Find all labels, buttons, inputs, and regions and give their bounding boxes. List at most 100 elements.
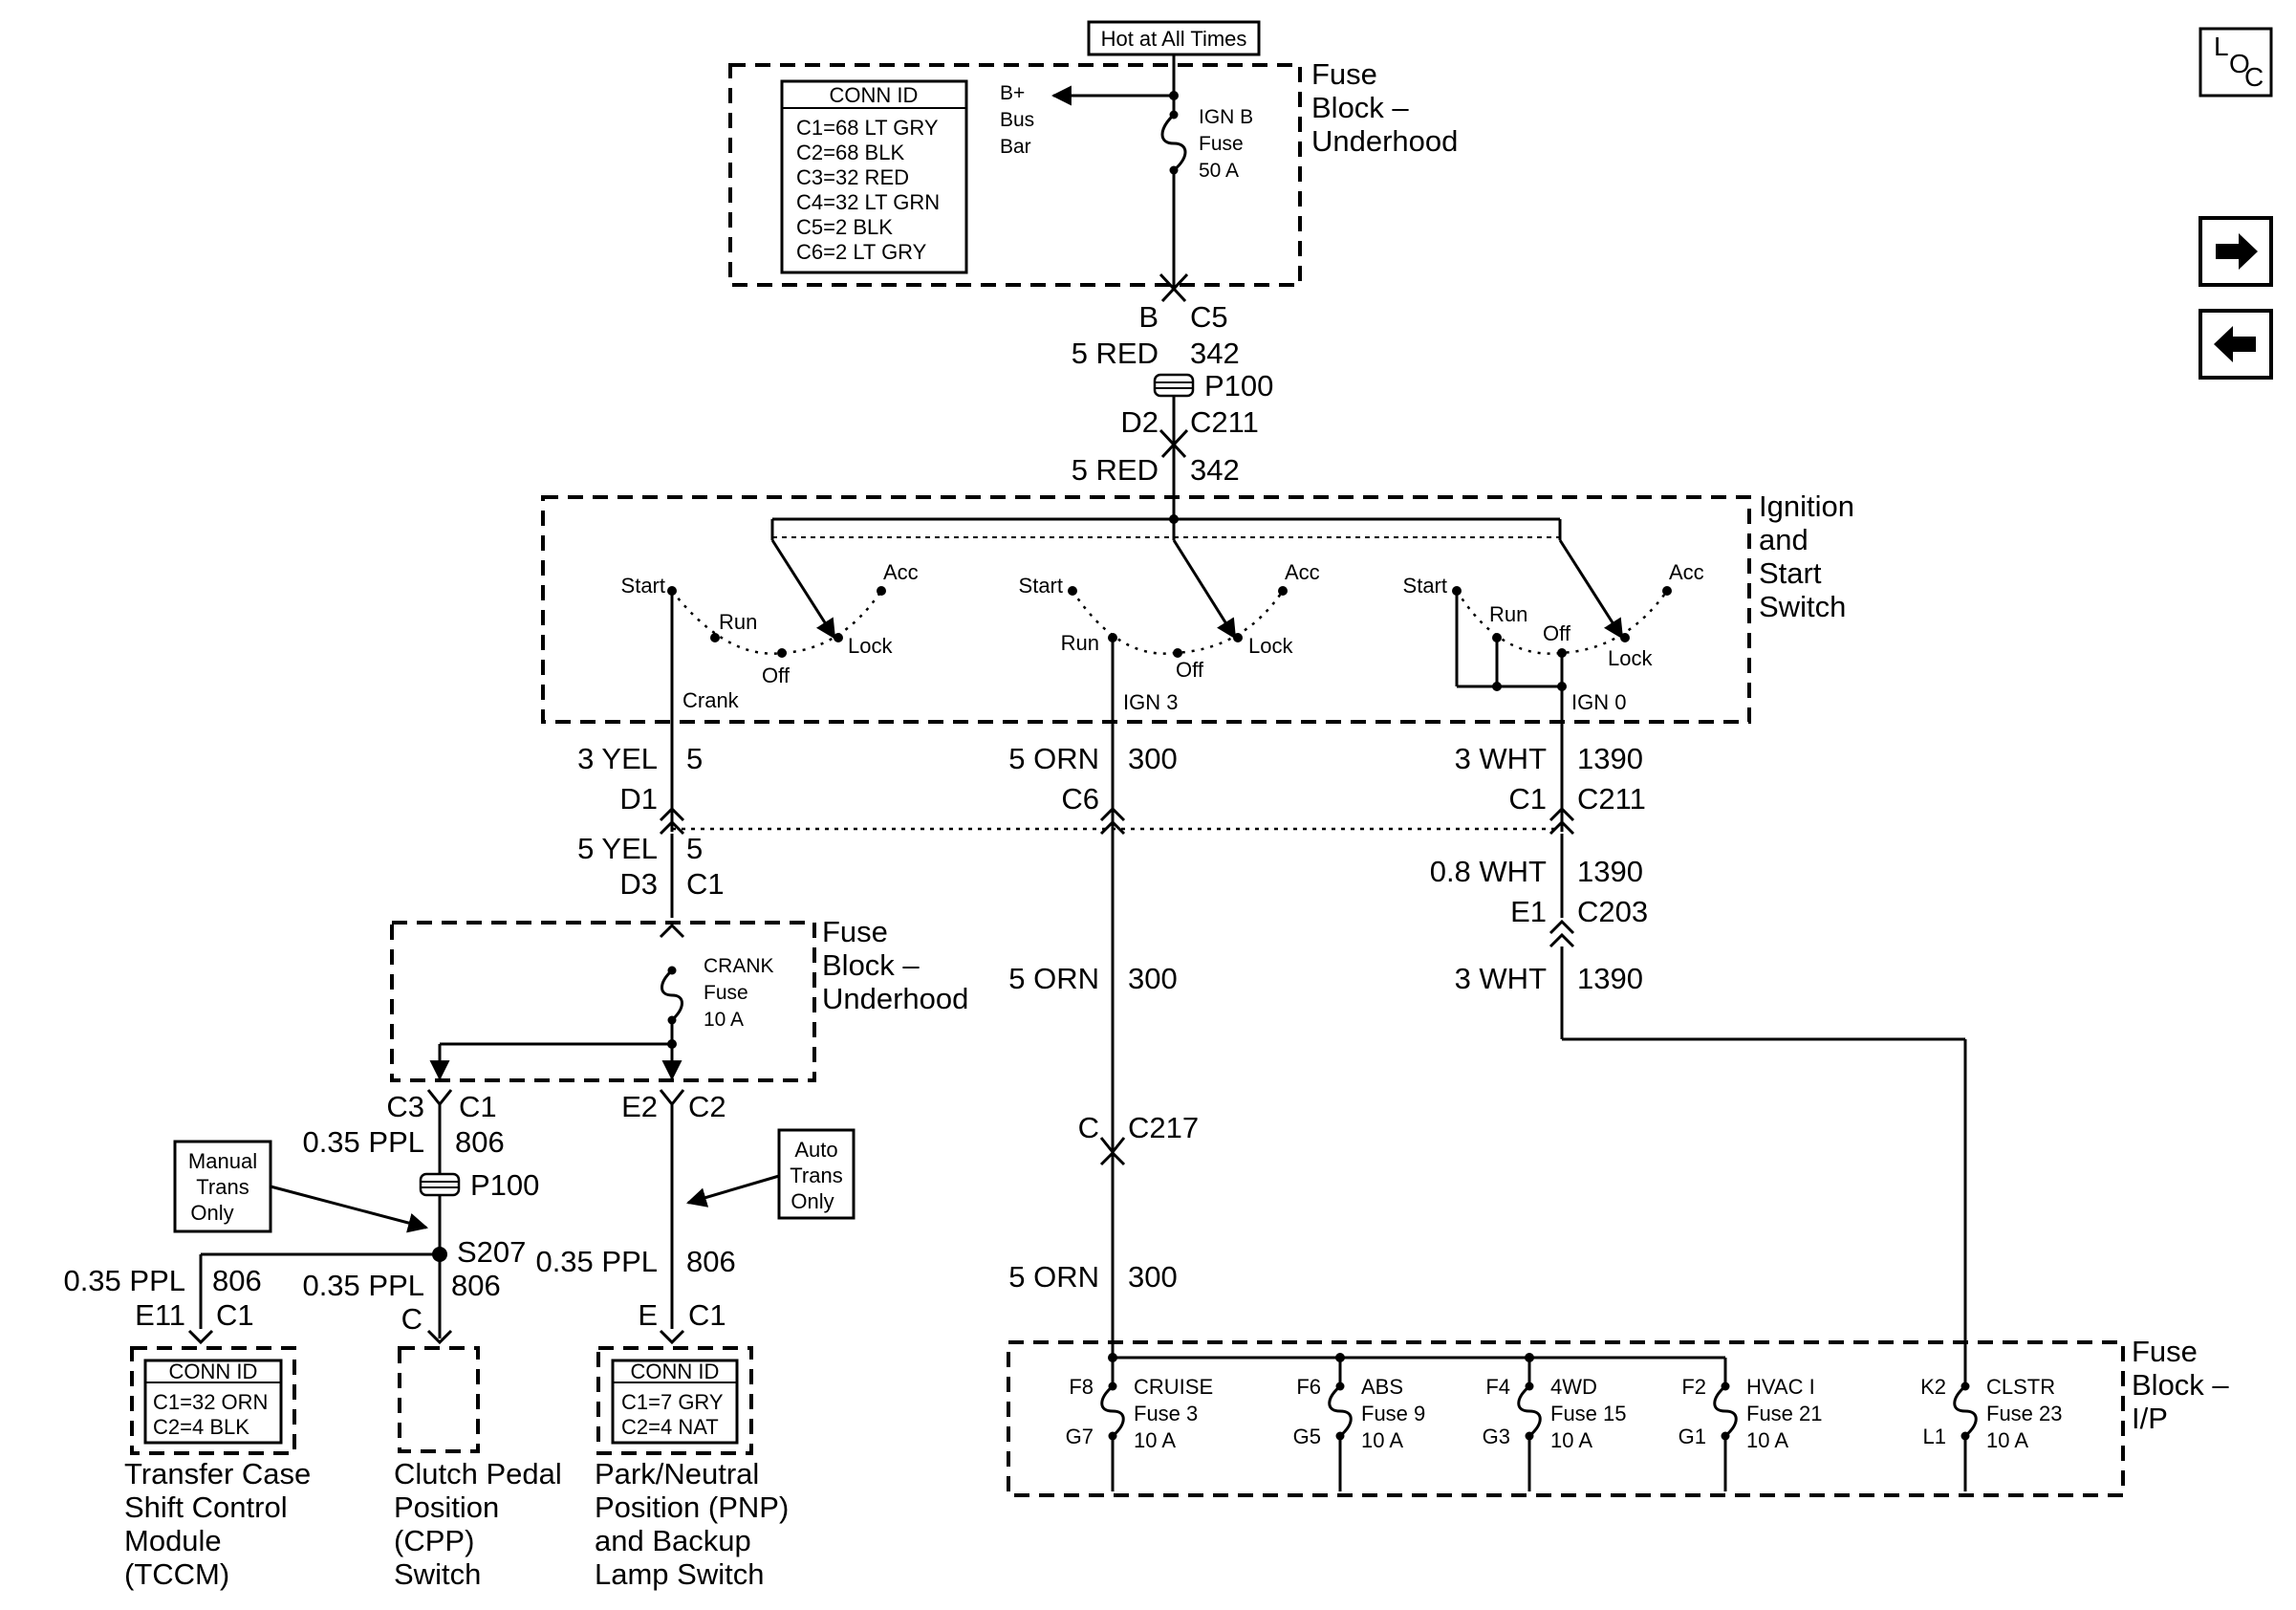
- svg-text:Ignition: Ignition: [1759, 490, 1854, 523]
- tccm-module: CONN ID C1=32 ORN C2=4 BLK Transfer Case…: [124, 1346, 311, 1591]
- wire-size-label: 0.35 PPL: [302, 1125, 424, 1159]
- svg-text:C5: C5: [1190, 300, 1228, 334]
- splice-s207: S207: [199, 1235, 526, 1329]
- svg-text:Module: Module: [124, 1524, 222, 1557]
- wire-size-label: 3 WHT: [1455, 962, 1548, 995]
- circuit-label: 1390: [1577, 962, 1643, 995]
- fuse-number: Fuse 21: [1746, 1402, 1823, 1425]
- svg-text:P100: P100: [470, 1168, 539, 1202]
- svg-text:C1: C1: [686, 867, 725, 901]
- fuse-number: Fuse 23: [1986, 1402, 2063, 1425]
- svg-text:CONN ID: CONN ID: [169, 1360, 258, 1383]
- svg-text:Acc: Acc: [883, 560, 919, 584]
- wire-size-label: 5 RED: [1072, 453, 1159, 487]
- svg-text:Bar: Bar: [1000, 136, 1031, 158]
- svg-text:D3: D3: [619, 867, 658, 901]
- fuse-circuit-name: ABS: [1361, 1375, 1403, 1399]
- auto-trans-note: Auto Trans Only: [685, 1128, 856, 1220]
- svg-text:Manual: Manual: [188, 1149, 257, 1173]
- fuse-rating: 10 A: [1986, 1428, 2028, 1452]
- fuse-circuit-name: 4WD: [1550, 1375, 1597, 1399]
- svg-text:Switch: Switch: [1759, 590, 1846, 623]
- svg-text:C3=32 RED: C3=32 RED: [796, 165, 909, 189]
- svg-text:Trans: Trans: [790, 1164, 842, 1187]
- svg-text:Off: Off: [1543, 621, 1571, 645]
- svg-text:Park/Neutral: Park/Neutral: [595, 1457, 759, 1490]
- circuit-label: 1390: [1577, 855, 1643, 888]
- fuse-rating: 10 A: [1134, 1428, 1176, 1452]
- svg-text:Clutch Pedal: Clutch Pedal: [394, 1457, 562, 1490]
- svg-text:C2=4 BLK: C2=4 BLK: [153, 1415, 249, 1439]
- svg-text:C2: C2: [688, 1090, 726, 1123]
- svg-text:C211: C211: [1577, 782, 1646, 816]
- svg-text:Lamp Switch: Lamp Switch: [595, 1557, 764, 1591]
- svg-text:CONN ID: CONN ID: [631, 1360, 720, 1383]
- ignition-start-switch: Ignition and Start Switch Start Run Off …: [541, 490, 1854, 1425]
- svg-text:Position (PNP): Position (PNP): [595, 1490, 789, 1524]
- fuse-number: Fuse 3: [1134, 1402, 1198, 1425]
- svg-text:C4=32 LT GRN: C4=32 LT GRN: [796, 190, 940, 214]
- pnp-switch: CONN ID C1=7 GRY C2=4 NAT Park/Neutral P…: [595, 1346, 789, 1591]
- svg-text:Underhood: Underhood: [1311, 124, 1458, 158]
- svg-text:Only: Only: [791, 1189, 834, 1213]
- svg-text:C1: C1: [459, 1090, 497, 1123]
- fuse-out-pin: G1: [1679, 1425, 1706, 1448]
- location-button[interactable]: L O C: [2199, 27, 2273, 98]
- arrow-left-icon: [2214, 326, 2256, 362]
- svg-text:Fuse: Fuse: [704, 982, 748, 1004]
- fuse-number: Fuse 9: [1361, 1402, 1425, 1425]
- svg-text:C217: C217: [1128, 1111, 1199, 1144]
- svg-text:Fuse: Fuse: [1199, 133, 1244, 155]
- svg-text:Block –: Block –: [1311, 91, 1409, 124]
- wire-size-label: 0.35 PPL: [535, 1245, 658, 1278]
- connector-c5: B C5: [1138, 272, 1228, 334]
- svg-text:C2=68 BLK: C2=68 BLK: [796, 141, 904, 164]
- svg-text:Block –: Block –: [822, 948, 920, 982]
- connector-e2-c2: E2 C2: [621, 1089, 726, 1123]
- wire-size-label: 5 ORN: [1008, 962, 1099, 995]
- fuse-block-underhood-top: Fuse Block – Underhood CONN ID C1=68 LT …: [728, 57, 1458, 287]
- svg-text:Start: Start: [621, 574, 665, 598]
- fuse-rating: 10 A: [1746, 1428, 1788, 1452]
- svg-text:Run: Run: [719, 610, 757, 634]
- forward-button[interactable]: [2199, 216, 2273, 287]
- fuse-circuit-name: CRUISE: [1134, 1375, 1213, 1399]
- wire-size-label: 5 RED: [1072, 337, 1159, 370]
- cpp-switch: Clutch Pedal Position (CPP) Switch: [394, 1346, 562, 1591]
- circuit-label: 5: [686, 742, 703, 775]
- svg-text:Lock: Lock: [848, 634, 893, 658]
- svg-text:C6=2 LT GRY: C6=2 LT GRY: [796, 240, 927, 264]
- splice-p100-top: P100: [1153, 369, 1273, 402]
- svg-text:Acc: Acc: [1669, 560, 1704, 584]
- svg-text:B+: B+: [1000, 82, 1025, 104]
- wire-size-label: 5 ORN: [1008, 742, 1099, 775]
- connector-d1: [659, 806, 685, 836]
- connector-c6: [1099, 806, 1126, 836]
- back-button[interactable]: [2199, 309, 2273, 380]
- svg-text:Shift Control: Shift Control: [124, 1490, 288, 1524]
- svg-text:I/P: I/P: [2132, 1402, 2168, 1435]
- switch-crank-section: Start Run Off Lock Acc Crank: [621, 539, 919, 832]
- circuit-label: 342: [1190, 337, 1240, 370]
- fuse-out-pin: L1: [1923, 1425, 1946, 1448]
- svg-text:C203: C203: [1577, 895, 1648, 928]
- svg-text:Fuse: Fuse: [2132, 1335, 2198, 1368]
- svg-text:Crank: Crank: [682, 688, 740, 712]
- svg-text:C1=68 LT GRY: C1=68 LT GRY: [796, 116, 939, 140]
- svg-text:(CPP): (CPP): [394, 1524, 474, 1557]
- svg-text:Block –: Block –: [2132, 1368, 2229, 1402]
- wire-size-label: 5 YEL: [577, 832, 658, 865]
- svg-text:(TCCM): (TCCM): [124, 1557, 229, 1591]
- wire-size-label: 0.8 WHT: [1430, 855, 1547, 888]
- svg-text:Switch: Switch: [394, 1557, 481, 1591]
- svg-text:C: C: [2244, 62, 2264, 92]
- fuse-in-pin: F4: [1485, 1375, 1510, 1399]
- svg-text:C5=2 BLK: C5=2 BLK: [796, 215, 893, 239]
- fuse-rating: 10 A: [1361, 1428, 1403, 1452]
- svg-text:E: E: [638, 1298, 658, 1332]
- svg-text:L: L: [2214, 32, 2229, 61]
- svg-text:Transfer Case: Transfer Case: [124, 1457, 311, 1490]
- svg-text:Fuse: Fuse: [1311, 57, 1377, 91]
